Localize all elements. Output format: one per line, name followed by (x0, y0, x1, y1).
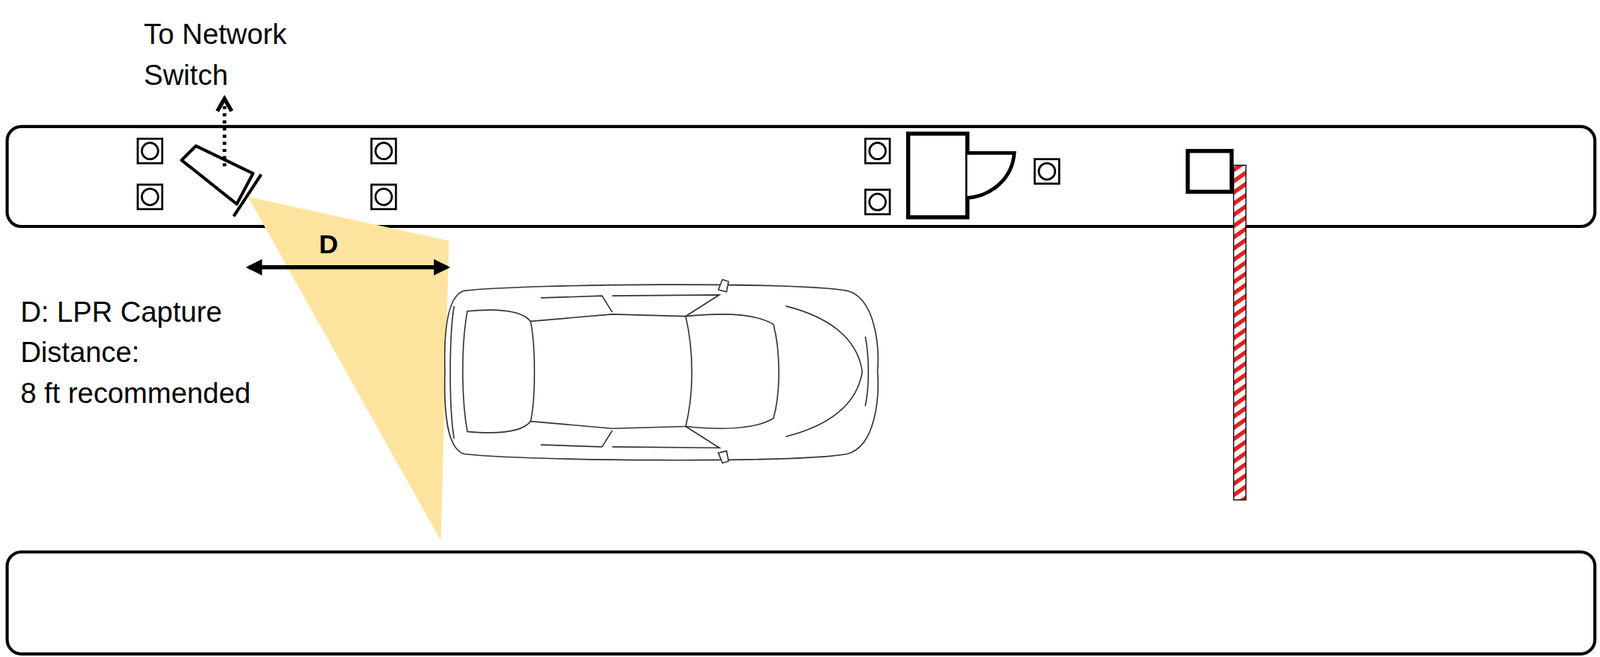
network-cable (222, 104, 227, 167)
camera-view-cone (248, 196, 450, 542)
barrier-arm (1233, 165, 1246, 501)
capture-distance-note: D: LPR Capture Distance: 8 ft recommende… (20, 292, 251, 415)
gate-operator (1187, 151, 1232, 193)
kiosk-door (967, 152, 1015, 198)
vehicle (444, 279, 878, 464)
network-label: To Network Switch (143, 14, 287, 97)
dimension-arrow (248, 265, 448, 270)
camera-lens (234, 174, 262, 217)
dimension-letter: D (318, 229, 339, 261)
top-island (7, 126, 1596, 227)
bottom-island (7, 552, 1596, 655)
pay-kiosk (908, 133, 968, 217)
lpr-camera (181, 146, 254, 205)
